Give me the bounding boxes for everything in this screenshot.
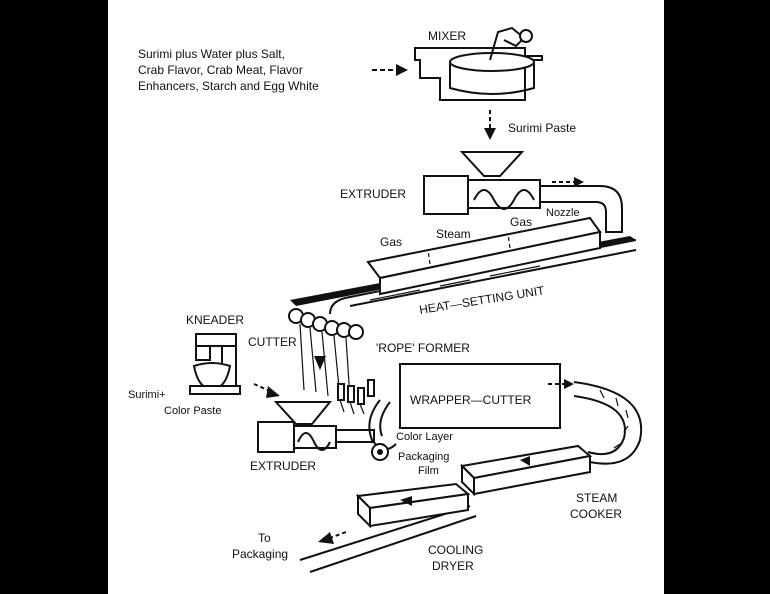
color-layer-label: Color Layer	[396, 431, 453, 443]
packaging-film-label-2: Film	[418, 465, 439, 477]
mixer: MIXER	[414, 26, 543, 101]
rope-former-label: 'ROPE' FORMER	[376, 341, 470, 355]
ingredients-line-3: Enhancers, Starch and Egg White	[138, 79, 319, 93]
to-packaging-label-1: To	[258, 531, 271, 545]
arrow-out-of-wrapper-icon	[548, 379, 574, 389]
cooling-dryer	[299, 482, 477, 573]
steam-label: Steam	[436, 227, 471, 241]
kneader-label: KNEADER	[186, 313, 244, 327]
wrapper-cutter-label: WRAPPER—CUTTER	[410, 393, 532, 407]
heat-setting-unit	[290, 216, 637, 315]
extruder-bottom	[257, 401, 375, 453]
steam-cooker	[459, 444, 593, 497]
extruder-bottom-label: EXTRUDER	[250, 459, 316, 473]
extruder-top: EXTRUDER	[340, 151, 623, 233]
rope-former	[337, 379, 375, 415]
wrapper-cutter	[368, 363, 561, 461]
cooling-dryer-label-1: COOLING	[428, 543, 483, 557]
nozzle-label: Nozzle	[546, 207, 580, 219]
arrow-to-nozzle-icon	[552, 177, 584, 187]
ingredients-line-2: Crab Flavor, Crab Meat, Flavor	[138, 63, 303, 77]
surimi-paste-label: Surimi Paste	[508, 121, 576, 135]
gas-right-label: Gas	[510, 215, 532, 229]
cutter-label: CUTTER	[248, 335, 297, 349]
color-paste-label: Color Paste	[164, 405, 221, 417]
to-packaging-label-2: Packaging	[232, 547, 288, 561]
mixer-label: MIXER	[428, 29, 466, 43]
ingredients-text: Surimi plus Water plus Salt, Crab Flavor…	[138, 47, 319, 93]
ingredients-line-1: Surimi plus Water plus Salt,	[138, 47, 285, 61]
steam-cooker-label-1: STEAM	[576, 491, 617, 505]
cutter	[288, 308, 364, 399]
extruder-top-label: EXTRUDER	[340, 187, 406, 201]
arrow-to-packaging-icon	[318, 531, 347, 544]
steam-cooker-label-2: COOKER	[570, 507, 622, 521]
packaging-film-label-1: Packaging	[398, 451, 449, 463]
arrow-to-mixer-icon	[372, 64, 408, 76]
cooling-dryer-label-2: DRYER	[432, 559, 474, 573]
arrow-surimi-paste-icon	[484, 110, 496, 140]
curved-conveyor	[573, 381, 643, 465]
surimi-plus-label: Surimi+	[128, 389, 166, 401]
arrow-to-bottom-extruder-icon	[253, 383, 280, 398]
kneader: KNEADER	[186, 313, 244, 395]
gas-left-label: Gas	[380, 235, 402, 249]
